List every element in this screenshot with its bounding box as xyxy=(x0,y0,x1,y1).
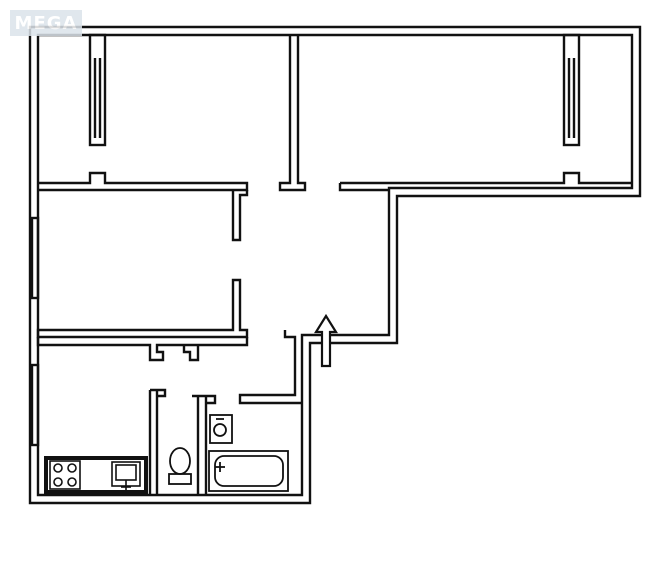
toilet-icon xyxy=(168,447,192,485)
outer-wall-outer xyxy=(28,25,642,505)
watermark-text: MEGA xyxy=(14,12,78,34)
watermark-logo: MEGA xyxy=(10,10,82,36)
window-left-kitchen xyxy=(30,363,40,447)
wall-kitchen-top xyxy=(36,337,249,362)
wall-middle-right-upper xyxy=(231,190,249,242)
entrance-arrow-icon xyxy=(314,313,338,368)
wall-top-divider xyxy=(278,35,307,192)
wall-top-right-bottom xyxy=(338,171,632,192)
window-top-left xyxy=(88,33,107,147)
outer-wall-inner xyxy=(36,33,634,497)
wall-kitchen-toilet xyxy=(148,388,167,495)
window-left-middle xyxy=(30,216,40,300)
bathtub-icon xyxy=(208,450,289,492)
wall-hall-right xyxy=(238,330,302,405)
window-top-right xyxy=(562,33,581,147)
kitchen-sink-icon xyxy=(111,461,141,490)
washbasin-icon xyxy=(209,414,233,444)
kitchen-counter xyxy=(44,456,148,494)
wall-middle-bottom xyxy=(36,278,249,339)
wall-top-left-bottom xyxy=(38,171,249,192)
wall-kitchen-top-right xyxy=(182,345,200,362)
stove-icon xyxy=(49,460,81,490)
wall-toilet-bath xyxy=(192,394,217,495)
